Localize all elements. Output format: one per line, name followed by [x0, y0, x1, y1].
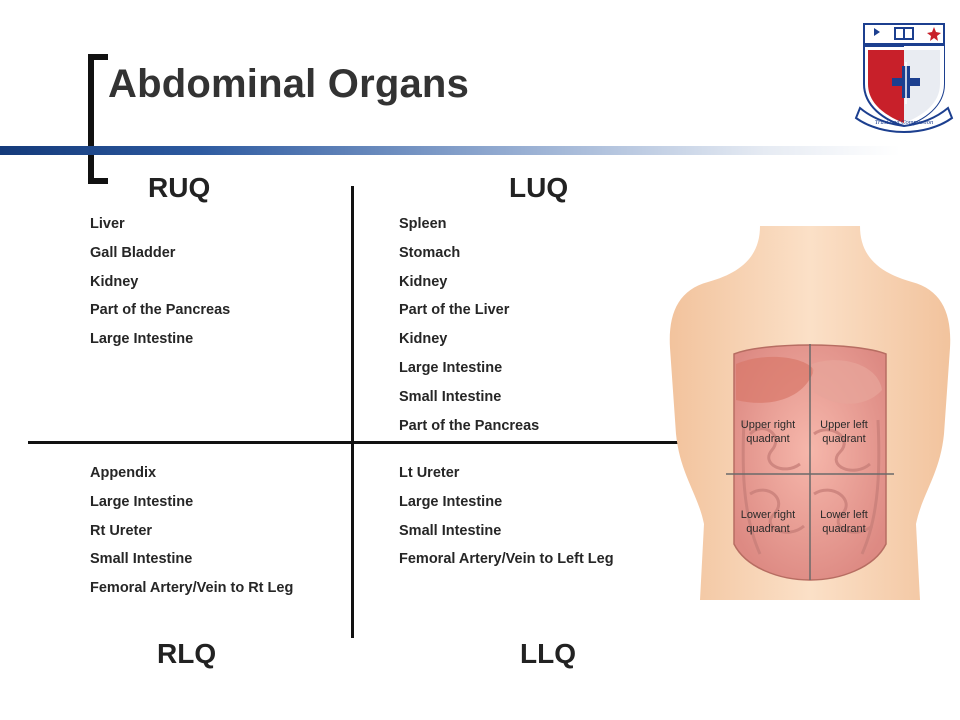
list-item: Appendix	[90, 465, 157, 481]
liver-shape	[736, 356, 814, 403]
llq-heading: LLQ	[520, 638, 576, 669]
list-item: Part of the Pancreas	[399, 417, 540, 434]
luq-heading: LUQ	[509, 172, 569, 203]
list-item: Large Intestine	[399, 493, 503, 510]
list-item: Kidney	[90, 273, 139, 290]
list-item: Rt Ureter	[90, 522, 153, 539]
list-item: Large Intestine	[90, 331, 194, 348]
list-item: Gall Bladder	[90, 244, 176, 261]
list-item: Lt Ureter	[399, 465, 460, 481]
list-item: Small Intestine	[399, 388, 502, 405]
list-item: Kidney	[399, 331, 448, 348]
upper-left-label-1: Upper left	[820, 419, 868, 431]
llq-list: Lt Ureter Large Intestine Small Intestin…	[399, 459, 614, 574]
title-bracket	[88, 54, 108, 184]
upper-right-label-1: Upper right	[741, 419, 795, 431]
lower-right-label-1: Lower right	[741, 509, 795, 521]
lower-right-label-2: quadrant	[746, 523, 789, 535]
list-item: Spleen	[399, 216, 447, 232]
list-item: Part of the Liver	[399, 302, 510, 319]
vertical-divider	[351, 186, 354, 638]
upper-left-label-2: quadrant	[822, 433, 865, 445]
horizontal-divider	[28, 441, 698, 444]
list-item: Femoral Artery/Vein to Rt Leg	[90, 580, 294, 597]
upper-right-label-2: quadrant	[746, 433, 789, 445]
list-item: Large Intestine	[399, 359, 503, 376]
lower-left-label-2: quadrant	[822, 523, 865, 535]
title-rule	[0, 146, 900, 155]
intestine-shapes	[741, 419, 881, 555]
list-item: Large Intestine	[90, 493, 194, 510]
list-item: Small Intestine	[399, 522, 502, 539]
crest-logo-icon: Trust and Compassion	[854, 23, 954, 134]
abdomen-quadrants-figure: Upper right quadrant Upper left quadrant…	[669, 226, 951, 600]
luq-list: Spleen Stomach Kidney Part of the Liver …	[399, 210, 539, 440]
list-item: Part of the Pancreas	[90, 302, 231, 319]
slide-title: Abdominal Organs	[108, 62, 470, 106]
lower-left-label-1: Lower left	[820, 509, 868, 521]
list-item: Liver	[90, 216, 125, 232]
stomach-shape	[812, 360, 882, 404]
list-item: Small Intestine	[90, 551, 193, 568]
list-item: Kidney	[399, 273, 448, 290]
ruq-list: Liver Gall Bladder Kidney Part of the Pa…	[90, 210, 230, 354]
list-item: Femoral Artery/Vein to Left Leg	[399, 551, 614, 568]
rlq-heading: RLQ	[157, 638, 217, 669]
rlq-list: Appendix Large Intestine Rt Ureter Small…	[90, 459, 293, 603]
crest-motto: Trust and Compassion	[875, 119, 934, 126]
ruq-heading: RUQ	[148, 172, 211, 203]
list-item: Stomach	[399, 244, 461, 261]
